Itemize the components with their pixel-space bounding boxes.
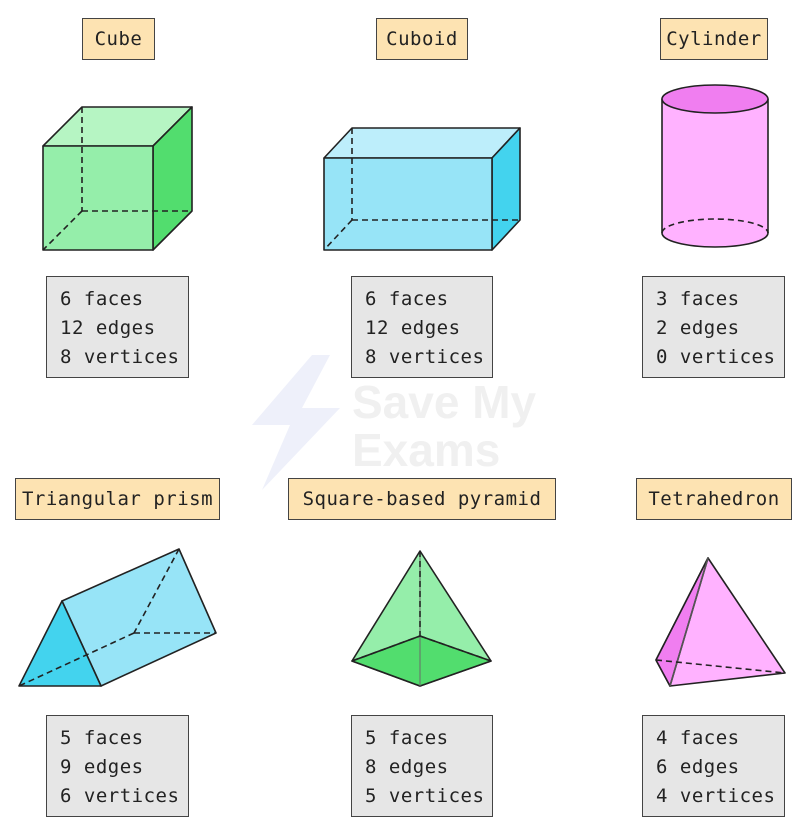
cylinder-drawing <box>661 84 769 248</box>
vertices-count: 5 vertices <box>365 785 485 807</box>
info-box-tetrahedron: 4 faces 6 edges 4 vertices <box>642 715 785 817</box>
vertices-count: 0 vertices <box>656 346 776 368</box>
info-box-square-based-pyramid: 5 faces 8 edges 5 vertices <box>351 715 493 817</box>
edges-count: 6 edges <box>656 756 740 778</box>
vertices-count: 8 vertices <box>365 346 485 368</box>
label-tetrahedron: Tetrahedron <box>636 478 792 520</box>
faces-count: 3 faces <box>656 288 740 310</box>
pyramid-drawing <box>351 550 492 687</box>
cuboid-drawing <box>323 127 521 251</box>
lightning-bolt-icon <box>252 355 340 490</box>
info-box-cuboid: 6 faces 12 edges 8 vertices <box>351 276 493 378</box>
label-square-based-pyramid: Square-based pyramid <box>288 478 556 520</box>
faces-count: 5 faces <box>60 727 144 749</box>
edges-count: 2 edges <box>656 317 740 339</box>
info-box-cube: 6 faces 12 edges 8 vertices <box>46 276 189 378</box>
label-cube: Cube <box>82 18 155 60</box>
faces-count: 5 faces <box>365 727 449 749</box>
faces-count: 6 faces <box>365 288 449 310</box>
label-cylinder: Cylinder <box>660 18 768 60</box>
watermark-line1: Save My <box>352 376 537 428</box>
label-cuboid: Cuboid <box>376 18 468 60</box>
info-box-cylinder: 3 faces 2 edges 0 vertices <box>642 276 785 378</box>
info-box-triangular-prism: 5 faces 9 edges 6 vertices <box>46 715 189 817</box>
vertices-count: 8 vertices <box>60 346 180 368</box>
watermark-line2: Exams <box>352 424 500 476</box>
faces-count: 4 faces <box>656 727 740 749</box>
vertices-count: 6 vertices <box>60 785 180 807</box>
edges-count: 12 edges <box>60 317 156 339</box>
edges-count: 8 edges <box>365 756 449 778</box>
label-triangular-prism: Triangular prism <box>15 478 220 520</box>
cube-drawing <box>42 106 193 251</box>
edges-count: 12 edges <box>365 317 461 339</box>
triangular-prism-drawing <box>18 548 217 687</box>
edges-count: 9 edges <box>60 756 144 778</box>
faces-count: 6 faces <box>60 288 144 310</box>
tetrahedron-drawing <box>655 557 786 687</box>
vertices-count: 4 vertices <box>656 785 776 807</box>
